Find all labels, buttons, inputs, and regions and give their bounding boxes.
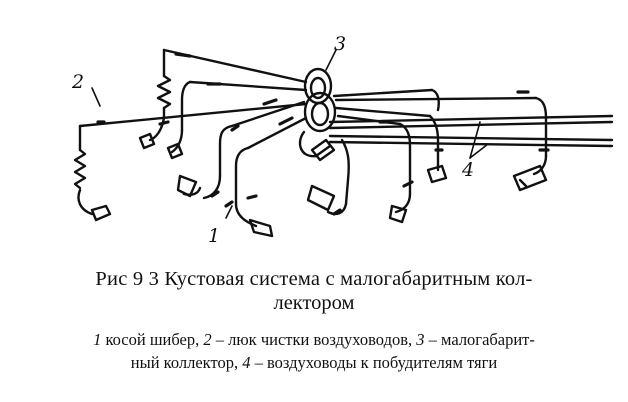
legend-text-3: – малогабарит- — [424, 330, 535, 349]
duct-line-2 — [73, 102, 308, 222]
callout-4: 4 — [461, 159, 474, 181]
callout-3: 3 — [334, 33, 346, 55]
legend-num-1: 1 — [93, 330, 102, 349]
callout-1: 1 — [208, 225, 220, 247]
figure-legend-line-2: ный коллектор, 4 – воздуховоды к побудит… — [0, 353, 628, 373]
legend-text-1: косой шибер, — [101, 330, 204, 349]
duct-4-long-upper — [328, 114, 614, 130]
figure-title-line-2: лектором — [273, 292, 355, 314]
duct-to-damper-1 — [234, 116, 308, 238]
joint-marks — [96, 52, 550, 216]
duct-top-left — [138, 48, 308, 150]
duct-center-lower — [306, 138, 350, 216]
duct-upper-right — [332, 88, 440, 112]
legend-text-3b: ный коллектор, — [130, 353, 243, 372]
duct-right-short-drop — [334, 106, 448, 184]
callout-2: 2 — [71, 71, 84, 93]
legend-text-2: – люк чистки воздуховодов, — [211, 330, 417, 349]
figure-legend-line-1: 1 косой шибер, 2 – люк чистки воздуховод… — [0, 330, 628, 350]
legend-text-4: – воздуховоды к побудителям тяги — [250, 353, 498, 372]
legend-num-3: 3 — [416, 330, 425, 349]
duct-far-right — [334, 96, 548, 192]
legend-num-2: 2 — [203, 330, 212, 349]
duct-bend-a — [176, 100, 306, 200]
legend-num-4: 4 — [242, 353, 251, 372]
leader-lines — [91, 49, 489, 219]
mini-collector — [298, 67, 337, 162]
duct-4-long-lower — [328, 134, 614, 148]
figure-title-line-1: Рис 9 3 Кустовая система с малогабаритны… — [95, 268, 533, 290]
